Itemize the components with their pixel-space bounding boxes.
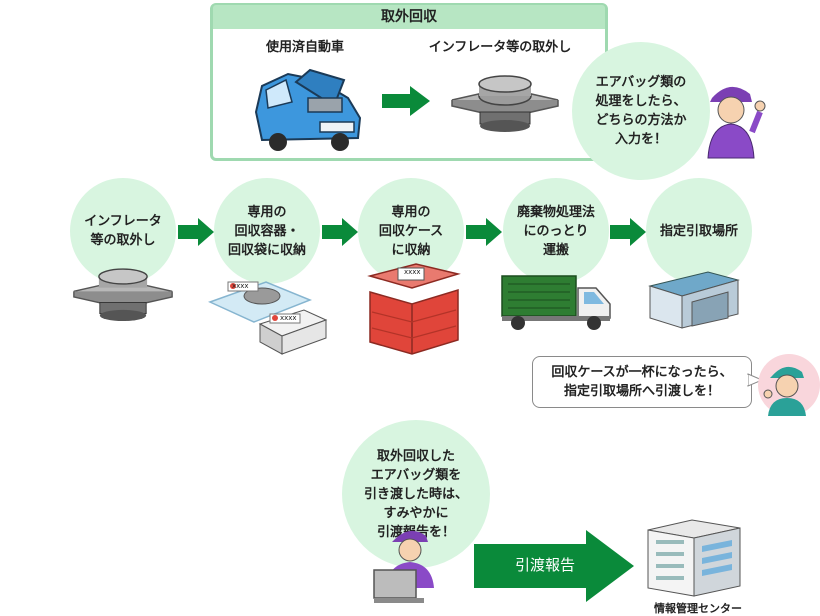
advice-circle-top: エアバッグ類の 処理をしたら、 どちらの方法か 入力を！ <box>572 42 710 180</box>
info-center-building-icon <box>647 519 741 597</box>
advice-bottom-text: 取外回収した エアバッグ類を 引き渡した時は、 すみやかに 引渡報告を！ <box>363 448 468 540</box>
panel-arrow <box>382 86 430 116</box>
step-3-label: 専用の 回収ケース に収納 <box>378 204 444 258</box>
step-1-circle: インフレータ 等の取外し <box>70 178 176 284</box>
step-1-inflator-icon <box>73 268 173 322</box>
case-tag: xxxx <box>404 268 421 276</box>
step-4-label: 廃棄物処理法 にのっとり 運搬 <box>516 204 595 258</box>
flow-arrow-3 <box>466 218 502 246</box>
worker-top-icon <box>707 86 766 159</box>
advice-right-text: 回収ケースが一杯になったら、 指定引取場所へ引渡しを！ <box>551 365 733 399</box>
car-label: 使用済自動車 <box>265 40 344 55</box>
worker-right-icon <box>763 366 806 416</box>
step-3-case-icon <box>367 263 461 355</box>
flow-arrow-4 <box>610 218 646 246</box>
step-1-label: インフレータ 等の取外し <box>84 214 162 248</box>
bag-tag-1: xxxx <box>232 282 249 290</box>
step-5-circle: 指定引取場所 <box>646 178 752 284</box>
step-2-label: 専用の 回収容器・ 回収袋に収納 <box>227 204 306 258</box>
info-center-label: 情報管理センター <box>654 602 742 615</box>
advice-right-bubble: 回収ケースが一杯になったら、 指定引取場所へ引渡しを！ <box>532 356 752 408</box>
inflator-icon <box>451 75 559 132</box>
step-5-warehouse-icon <box>648 271 740 329</box>
remove-label: インフレータ等の取外し <box>428 40 572 55</box>
worker-laptop-icon <box>373 530 434 603</box>
car-illustration <box>254 68 362 151</box>
step-4-circle: 廃棄物処理法 にのっとり 運搬 <box>503 178 609 284</box>
panel-title: 取外回収 <box>213 5 605 29</box>
bag-tag-2: xxxx <box>280 314 297 322</box>
flow-arrow-2 <box>322 218 358 246</box>
step-4-truck-icon <box>501 275 611 330</box>
step-2-circle: 専用の 回収容器・ 回収袋に収納 <box>214 178 320 284</box>
advice-circle-bottom: 取外回収した エアバッグ類を 引き渡した時は、 すみやかに 引渡報告を！ <box>342 420 490 568</box>
flow-arrow-1 <box>178 218 214 246</box>
report-arrow-label: 引渡報告 <box>514 556 575 574</box>
step-2-bag-box-icon <box>208 281 328 355</box>
step-5-label: 指定引取場所 <box>659 223 738 239</box>
bubble-tail <box>746 373 764 387</box>
report-arrow <box>474 530 634 602</box>
advice-top-text: エアバッグ類の 処理をしたら、 どちらの方法か 入力を！ <box>595 75 687 147</box>
